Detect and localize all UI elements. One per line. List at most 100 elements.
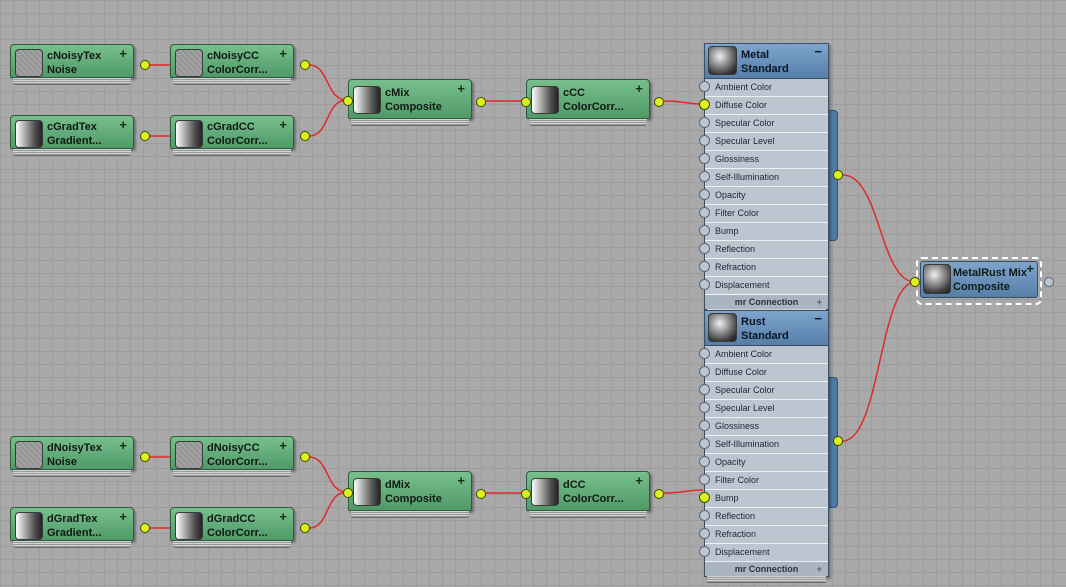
input-socket[interactable] — [343, 488, 353, 498]
expand-plus-icon[interactable]: + — [635, 81, 643, 96]
expand-plus-icon[interactable]: + — [279, 117, 287, 132]
output-socket[interactable] — [140, 452, 150, 462]
slot-socket[interactable] — [699, 402, 710, 413]
slot-opacity[interactable]: Opacity — [699, 187, 828, 205]
collapse-minus-icon[interactable]: − — [814, 44, 822, 59]
slot-socket[interactable] — [699, 171, 710, 182]
slot-filter-color[interactable]: Filter Color — [699, 205, 828, 223]
expand-plus-icon[interactable]: + — [279, 46, 287, 61]
slot-socket[interactable] — [699, 225, 710, 236]
slot-socket[interactable] — [699, 261, 710, 272]
expand-plus-icon[interactable]: + — [1026, 261, 1034, 276]
slot-specular-level[interactable]: Specular Level — [699, 400, 828, 418]
slot-socket[interactable] — [699, 474, 710, 485]
slot-specular-level[interactable]: Specular Level — [699, 133, 828, 151]
output-socket[interactable] — [654, 489, 664, 499]
input-socket[interactable] — [521, 489, 531, 499]
slot-opacity[interactable]: Opacity — [699, 454, 828, 472]
final-output-socket[interactable] — [1044, 277, 1054, 287]
expand-plus-icon[interactable]: + — [816, 297, 822, 307]
slot-socket[interactable] — [699, 420, 710, 431]
expand-plus-icon[interactable]: + — [279, 509, 287, 524]
slot-socket[interactable] — [699, 438, 710, 449]
final-input-socket[interactable] — [910, 277, 920, 287]
output-socket[interactable] — [300, 131, 310, 141]
expand-plus-icon[interactable]: + — [119, 509, 127, 524]
input-socket[interactable] — [343, 96, 353, 106]
slot-refraction[interactable]: Refraction — [699, 526, 828, 544]
slot-displacement[interactable]: Displacement — [699, 277, 828, 295]
slot-socket[interactable] — [699, 81, 710, 92]
expand-plus-icon[interactable]: + — [635, 473, 643, 488]
output-socket[interactable] — [476, 97, 486, 107]
output-socket[interactable] — [300, 452, 310, 462]
expand-plus-icon[interactable]: + — [279, 438, 287, 453]
metal-output-socket[interactable] — [833, 170, 843, 180]
slot-filter-color[interactable]: Filter Color — [699, 472, 828, 490]
slot-reflection[interactable]: Reflection — [699, 508, 828, 526]
slot-socket[interactable] — [699, 243, 710, 254]
output-socket[interactable] — [300, 60, 310, 70]
slot-socket[interactable] — [699, 366, 710, 377]
slot-ambient-color[interactable]: Ambient Color — [699, 79, 828, 97]
slot-diffuse-color[interactable]: Diffuse Color — [699, 97, 828, 115]
slot-specular-color[interactable]: Specular Color — [699, 115, 828, 133]
slot-socket[interactable] — [699, 153, 710, 164]
output-socket[interactable] — [140, 131, 150, 141]
slot-self-illumination[interactable]: Self-Illumination — [699, 436, 828, 454]
slot-socket[interactable] — [699, 384, 710, 395]
slot-bump[interactable]: Bump — [699, 223, 828, 241]
slot-socket[interactable] — [699, 189, 710, 200]
output-socket[interactable] — [140, 523, 150, 533]
slot-reflection[interactable]: Reflection — [699, 241, 828, 259]
slot-socket[interactable] — [699, 528, 710, 539]
slot-socket-connected[interactable] — [699, 99, 710, 110]
output-socket[interactable] — [140, 60, 150, 70]
collapse-minus-icon[interactable]: − — [814, 311, 822, 326]
slot-displacement[interactable]: Displacement — [699, 544, 828, 562]
output-socket[interactable] — [654, 97, 664, 107]
slot-refraction[interactable]: Refraction — [699, 259, 828, 277]
expand-plus-icon[interactable]: + — [119, 438, 127, 453]
slot-socket[interactable] — [699, 117, 710, 128]
slot-socket-connected[interactable] — [699, 492, 710, 503]
output-socket[interactable] — [476, 489, 486, 499]
expand-plus-icon[interactable]: + — [119, 46, 127, 61]
output-socket[interactable] — [300, 523, 310, 533]
expand-plus-icon[interactable]: + — [457, 81, 465, 96]
slot-glossiness[interactable]: Glossiness — [699, 151, 828, 169]
mr-connection-rollout[interactable]: mr Connection+ — [705, 295, 828, 309]
slot-socket[interactable] — [699, 207, 710, 218]
mr-connection-rollout[interactable]: mr Connection+ — [705, 562, 828, 576]
slot-socket[interactable] — [699, 546, 710, 557]
slot-self-illumination[interactable]: Self-Illumination — [699, 169, 828, 187]
slot-bump[interactable]: Bump — [699, 490, 828, 508]
input-socket[interactable] — [521, 97, 531, 107]
slot-diffuse-color[interactable]: Diffuse Color — [699, 364, 828, 382]
slot-specular-color[interactable]: Specular Color — [699, 382, 828, 400]
slot-glossiness[interactable]: Glossiness — [699, 418, 828, 436]
rust-output-socket[interactable] — [833, 436, 843, 446]
expand-plus-icon[interactable]: + — [457, 473, 465, 488]
slot-socket[interactable] — [699, 279, 710, 290]
expand-plus-icon[interactable]: + — [119, 117, 127, 132]
slot-socket[interactable] — [699, 135, 710, 146]
expand-plus-icon[interactable]: + — [816, 564, 822, 574]
slot-ambient-color[interactable]: Ambient Color — [699, 346, 828, 364]
slot-socket[interactable] — [699, 510, 710, 521]
